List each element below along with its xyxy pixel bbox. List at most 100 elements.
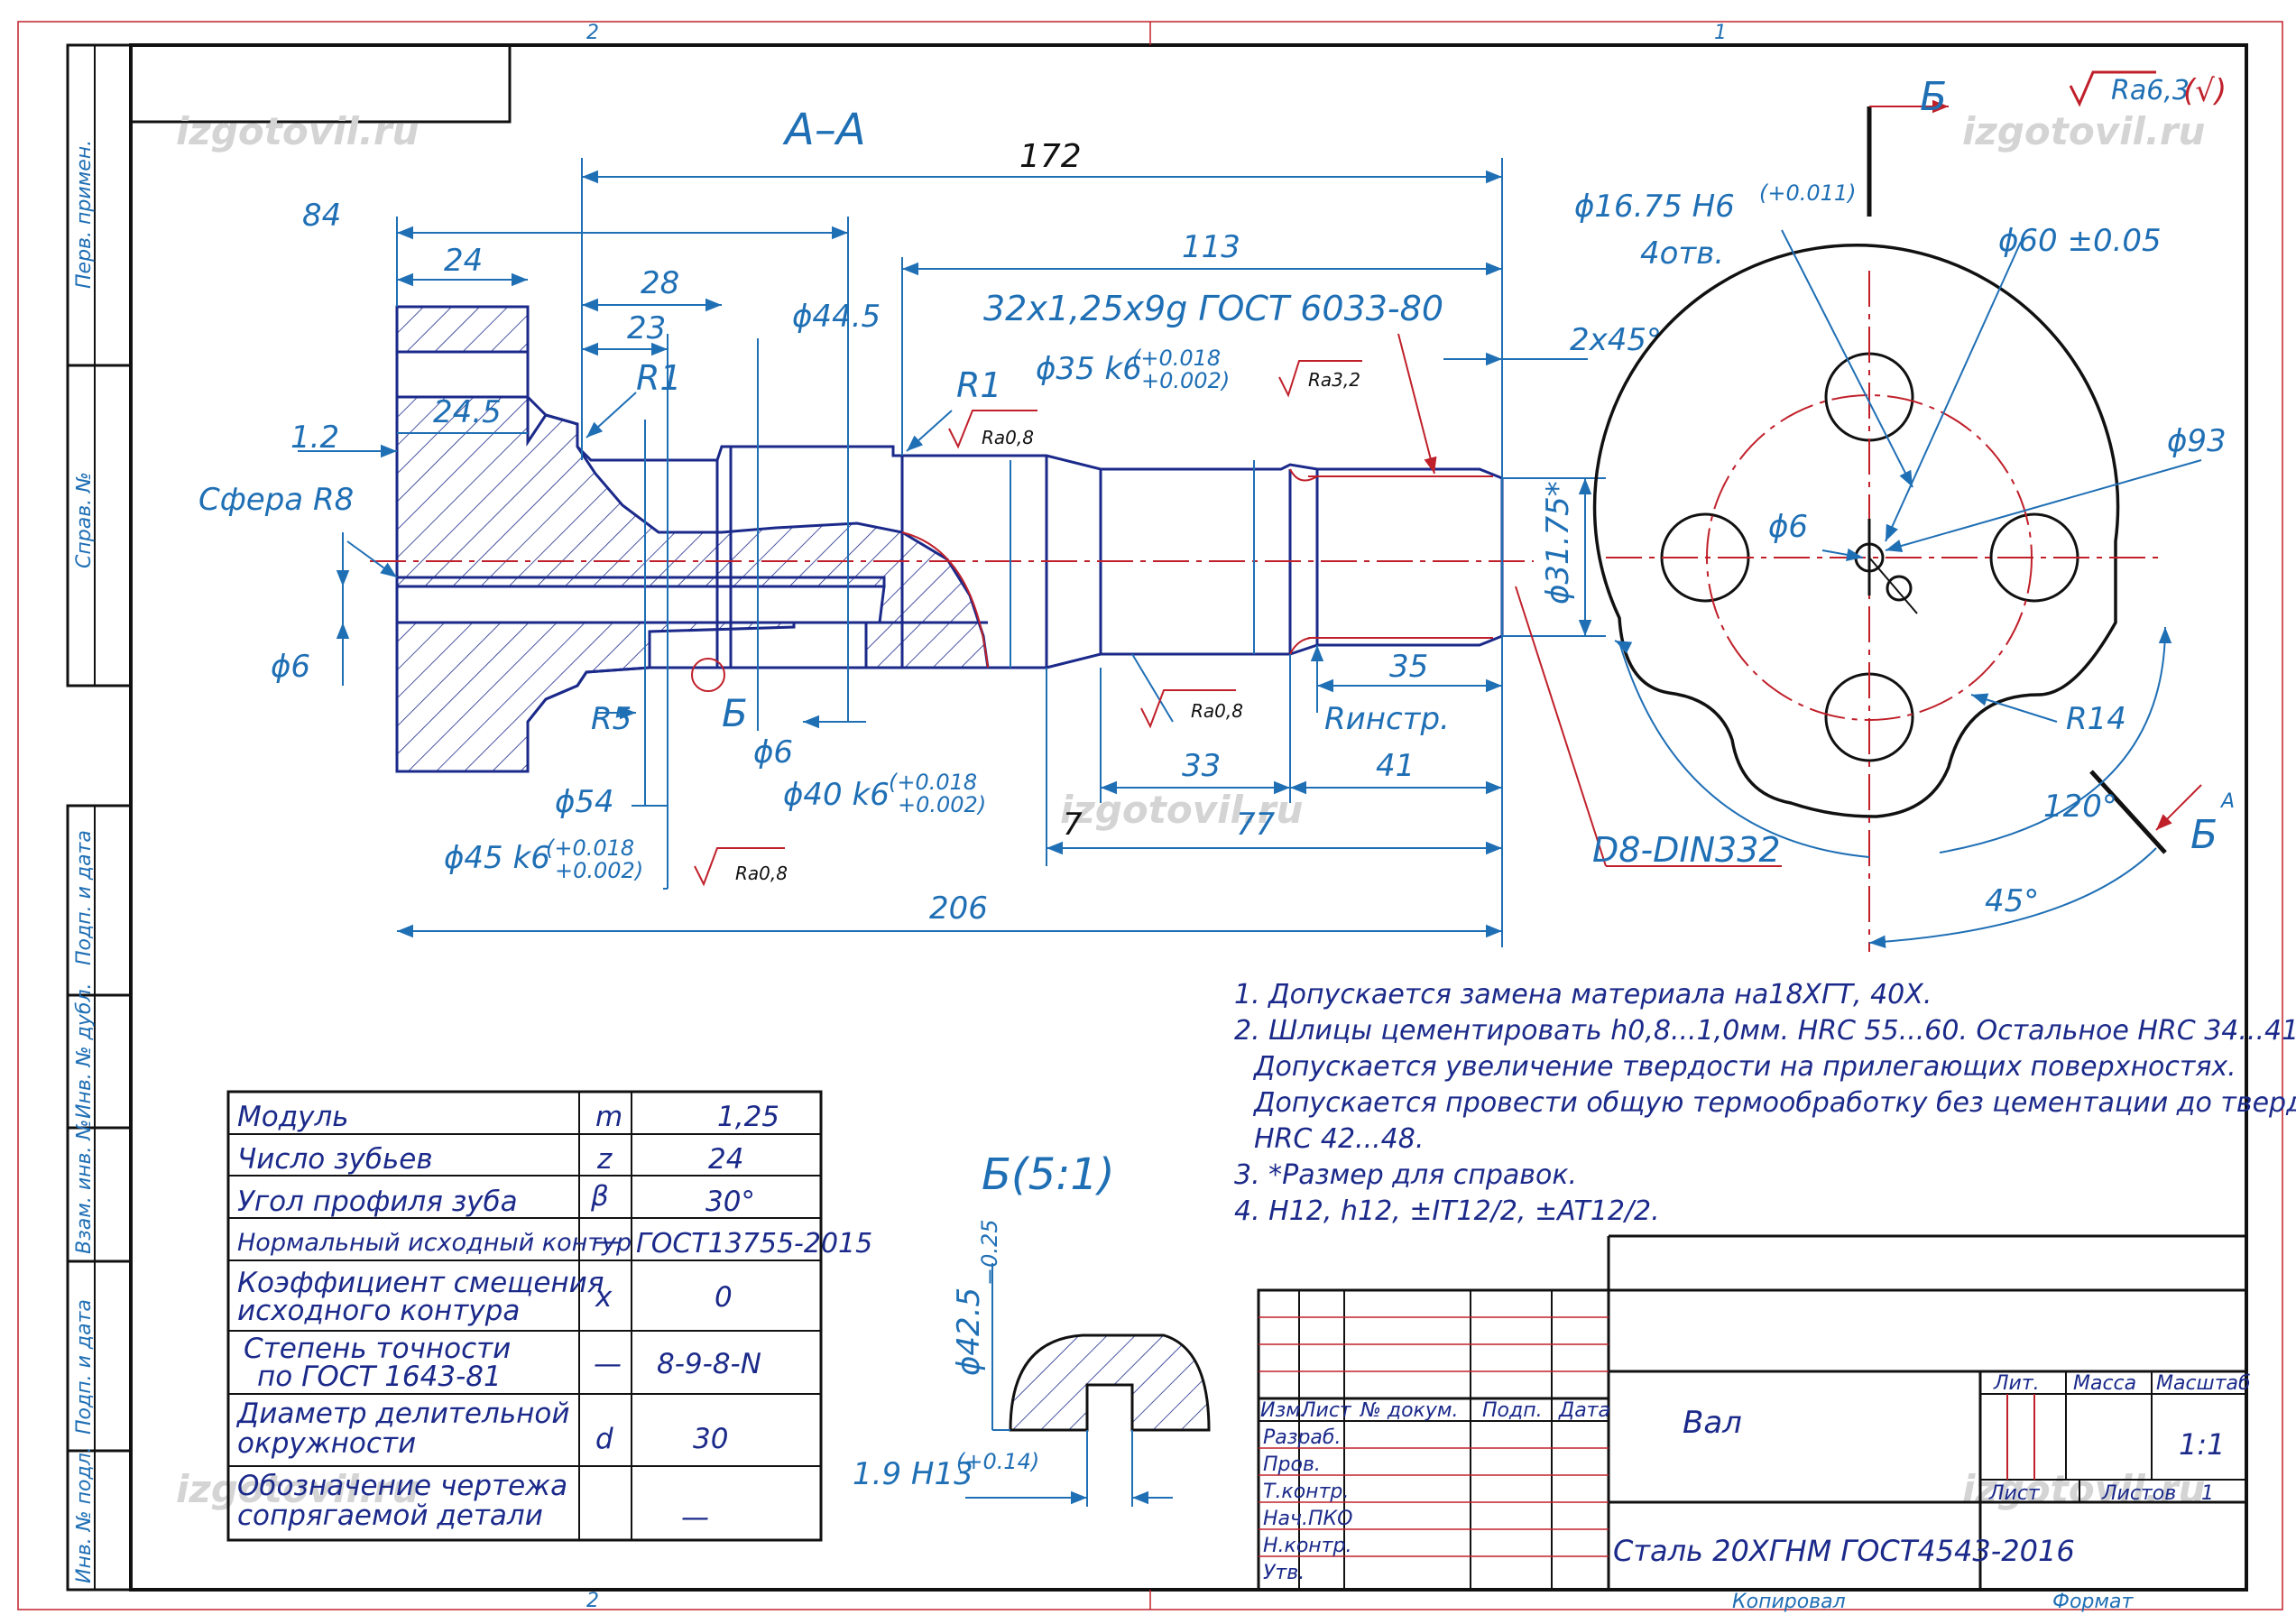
gear-param-diameter-2: окружности: [237, 1427, 416, 1460]
gear-val-teeth: 24: [708, 1143, 743, 1176]
dim-phi93: ϕ93: [2167, 423, 2227, 459]
dimension-lines: [298, 158, 1782, 947]
watermark-2: izgotovil.ru: [1962, 109, 2205, 153]
watermark-1: izgotovil.ru: [176, 109, 419, 153]
dim-phi16: ϕ16.75 H6: [1574, 189, 1735, 225]
dim-slot: 1.9 H13: [853, 1456, 973, 1492]
tb-col-data: Дата: [1558, 1399, 1610, 1422]
gear-table-text: Модуль m 1,25 Число зубьев z 24 Угол про…: [235, 1101, 872, 1534]
tb-col-doc: № докум.: [1360, 1399, 1458, 1422]
note-2: 2. Шлицы цементировать h0,8...1,0мм. HRC…: [1234, 1015, 2296, 1047]
dim-r5: R5: [591, 701, 632, 737]
gear-val-diameter: 30: [693, 1423, 728, 1455]
zone-label-left-bottom: 2: [586, 1590, 599, 1612]
detail-b-labels: Б(5:1) ϕ42.5 −0.25 1.9 H13 (+0.14): [853, 1149, 1115, 1492]
dim-24: 24: [444, 243, 483, 279]
side-label-podp2: Подп. и дата: [73, 1299, 96, 1435]
roughness-ra08-b: Ra0,8: [1191, 700, 1243, 722]
dim-phi6-side: ϕ6: [1768, 509, 1808, 545]
frame-labels: 2 1 2 Перв. примен. Справ. № Подп. и дат…: [73, 22, 1727, 1612]
dim-35: 35: [1389, 649, 1428, 685]
roughness-ra08-a: Ra0,8: [982, 427, 1034, 448]
dim-41: 41: [1376, 748, 1415, 784]
flange-outline: [1592, 244, 2120, 818]
dim-24-5: 24.5: [433, 394, 502, 430]
gear-param-angle: Угол профиля зуба: [237, 1186, 518, 1218]
dim-33: 33: [1182, 748, 1221, 784]
watermark-4: izgotovil.ru: [176, 1467, 419, 1511]
dim-phi60: ϕ60 ±0.05: [1998, 223, 2162, 259]
dim-din: D8-DIN332: [1592, 830, 1781, 870]
gear-param-diameter: Диаметр делительной: [235, 1398, 569, 1430]
tb-part-name: Вал: [1683, 1405, 1742, 1441]
tb-row-tkontr: Т.контр.: [1263, 1481, 1349, 1503]
detail-b-hatch: [1009, 1333, 1211, 1432]
note-1: 1. Допускается замена материала на18ХГТ,…: [1234, 979, 1932, 1010]
gear-sym-teeth: z: [596, 1143, 613, 1176]
section-b-top: Б: [1920, 74, 1947, 120]
gear-sym-contour: —: [594, 1225, 622, 1258]
gear-param-mating-2: сопрягаемой детали: [237, 1499, 543, 1532]
gear-val-mating: —: [681, 1501, 709, 1534]
section-b-sup: A: [2219, 790, 2235, 813]
side-label-podp1: Подп. и дата: [73, 830, 96, 965]
technical-notes: 1. Допускается замена материала на18ХГТ,…: [1234, 979, 2296, 1227]
side-label-perv: Перв. примен.: [73, 140, 96, 289]
spline-spec: 32x1,25x9g ГОСТ 6033-80: [983, 289, 1443, 328]
dim-phi54: ϕ54: [555, 784, 614, 820]
gear-param-shift: Коэффициент смещения: [237, 1267, 604, 1299]
dim-phi35-tol-upper: (+0.018: [1132, 346, 1221, 371]
side-view: [1592, 99, 2202, 952]
sheet-frame: [17, 21, 2283, 1610]
shaft-section: [370, 305, 1534, 773]
gear-val-contour: ГОСТ13755-2015: [636, 1228, 872, 1260]
dim-chamfer: 2x45°: [1570, 322, 1662, 358]
gear-param-accuracy-2: по ГОСТ 1643-81: [257, 1361, 502, 1393]
tb-sheets-count: 1: [2201, 1482, 2214, 1505]
dim-23: 23: [627, 310, 666, 346]
watermark-5: izgotovil.ru: [1962, 1467, 2205, 1511]
gear-sym-module: m: [595, 1101, 622, 1133]
dim-7: 7: [1063, 807, 1083, 843]
shaft-body-hatch: [395, 395, 990, 773]
tb-sheets: Листов: [2101, 1482, 2176, 1505]
dim-phi42-5: ϕ42.5: [951, 1287, 987, 1376]
dim-phi40-tol-upper: (+0.018: [889, 770, 977, 795]
tb-row-razrab: Разраб.: [1263, 1426, 1341, 1449]
gear-param-shift-2: исходного контура: [237, 1295, 520, 1327]
side-label-inv-dubl: Инв. № дубл.: [73, 983, 96, 1119]
tb-sheet: Лист: [1988, 1482, 2041, 1505]
dim-phi35: ϕ35 k6: [1036, 351, 1142, 387]
dim-phi6-mid: ϕ6: [753, 734, 793, 770]
dim-slot-tol: (+0.14): [956, 1449, 1039, 1474]
gear-param-contour: Нормальный исходный контур: [237, 1229, 632, 1257]
dim-84: 84: [302, 198, 341, 234]
dim-phi45-tol-upper: (+0.018: [546, 835, 634, 861]
dim-r-instr: Rинстр.: [1324, 701, 1450, 737]
gear-sym-angle: β: [590, 1180, 609, 1213]
zone-label-right: 1: [1714, 22, 1727, 44]
dim-phi45-tol-lower: +0.002): [555, 858, 643, 883]
side-label-inv-podl: Инв. № подл.: [73, 1446, 96, 1583]
tb-row-prov: Пров.: [1263, 1453, 1321, 1476]
dim-phi35-tol-lower: +0.002): [1141, 368, 1230, 393]
gear-val-accuracy: 8-9-8-N: [657, 1348, 761, 1380]
gear-val-module: 1,25: [717, 1101, 779, 1133]
note-2c: Допускается провести общую термообработк…: [1252, 1087, 2296, 1119]
shaft-outline-top: [395, 305, 1503, 480]
detail-b-mark: Б: [722, 691, 748, 735]
dim-r14: R14: [2066, 701, 2126, 737]
dim-r1-right: R1: [956, 365, 1002, 405]
main-view-labels: А–А 172 113 84 24 28 23 24.5 1.2 Сфера R…: [198, 105, 1781, 927]
dim-77: 77: [1236, 807, 1276, 843]
dim-phi31-75: ϕ31.75*: [1540, 481, 1576, 604]
section-b-bottom: Б: [2190, 812, 2218, 858]
note-4: 4. H12, h12, ±IT12/2, ±AT12/2.: [1234, 1195, 1660, 1227]
note-3: 3. *Размер для справок.: [1234, 1159, 1577, 1191]
tb-material: Сталь 20ХГНМ ГОСТ4543-2016: [1613, 1534, 2075, 1568]
dim-phi42-5-tol: −0.25: [977, 1219, 1002, 1286]
dim-phi16-tol: (+0.011): [1759, 180, 1857, 206]
gear-sym-shift: x: [595, 1281, 613, 1314]
gear-val-angle: 30°: [705, 1186, 755, 1218]
